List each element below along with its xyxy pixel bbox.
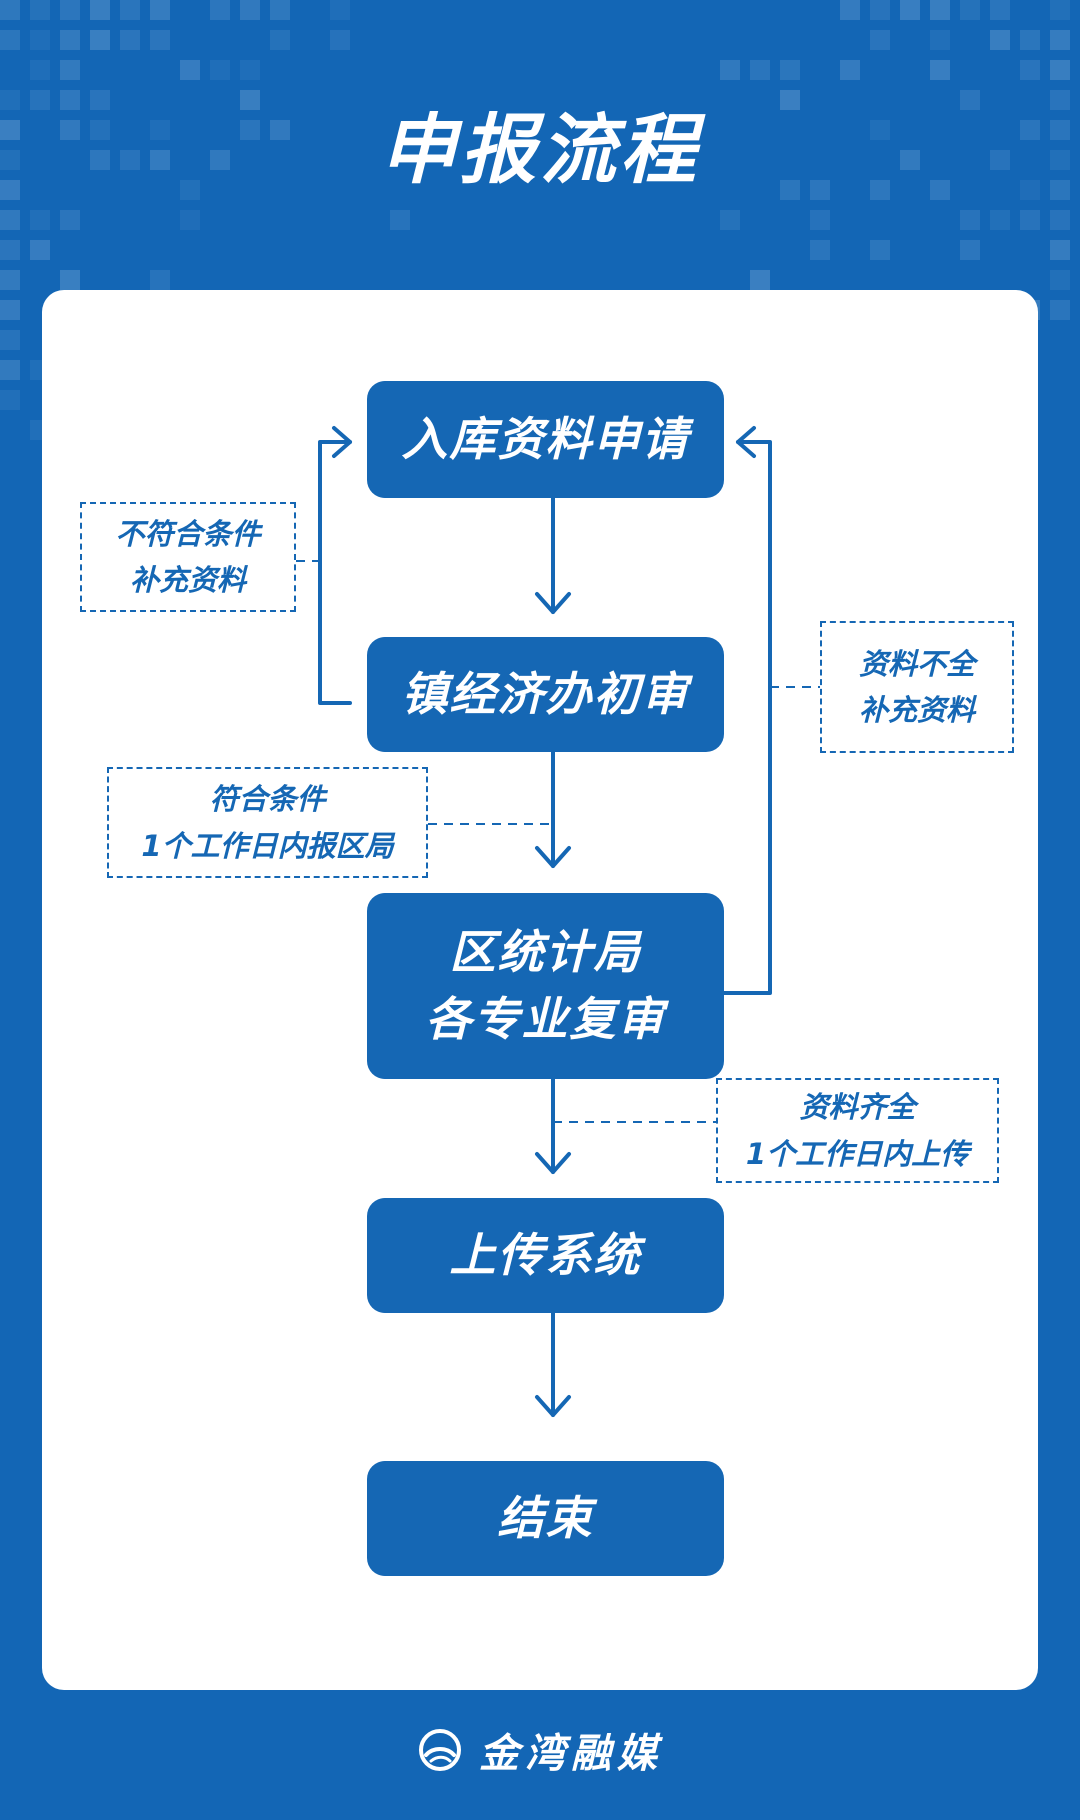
arrow-step4-to-step5 [535, 1311, 571, 1417]
arrow-step2-to-step3 [535, 750, 571, 868]
step-box-application: 入库资料申请 [367, 381, 724, 498]
arrow-step3-to-step4 [535, 1077, 571, 1174]
note-incomplete-line2: 补充资料 [858, 693, 975, 727]
note-complete-line1: 资料齐全 [799, 1090, 916, 1125]
arrow-step1-to-step2 [535, 496, 571, 614]
jinwan-logo-icon [419, 1729, 461, 1771]
arrow-incomplete-loop [722, 426, 772, 995]
footer-brand: 金湾融媒 [0, 1722, 1080, 1778]
step-box-district-review: 区统计局 各专业复审 [367, 893, 724, 1079]
step-box-upload: 上传系统 [367, 1198, 724, 1313]
step-label-application: 入库资料申请 [401, 412, 690, 467]
step-label-end: 结束 [497, 1491, 594, 1546]
note-qualified-line2: 1个工作日内报区局 [141, 828, 394, 863]
step-box-end: 结束 [367, 1461, 724, 1576]
note-incomplete: 资料不全 补充资料 [820, 621, 1014, 753]
step-label-district-line1: 区统计局 [449, 925, 642, 980]
page-title: 申报流程 [380, 105, 700, 194]
step-label-district-line2: 各专业复审 [425, 992, 666, 1046]
footer-brand-name: 金湾融媒 [479, 1731, 663, 1777]
step-box-town-review: 镇经济办初审 [367, 637, 724, 752]
note-qualified-line1: 符合条件 [209, 782, 326, 817]
note-reject-line2: 补充资料 [129, 563, 246, 597]
note-incomplete-line1: 资料不全 [858, 646, 975, 681]
note-reject: 不符合条件 补充资料 [80, 502, 296, 612]
note-reject-line1: 不符合条件 [115, 516, 261, 551]
note-qualified: 符合条件 1个工作日内报区局 [107, 767, 428, 878]
arrow-reject-loop [318, 426, 352, 705]
note-complete: 资料齐全 1个工作日内上传 [716, 1078, 999, 1183]
step-label-town-review: 镇经济办初审 [401, 667, 690, 722]
step-label-upload: 上传系统 [449, 1228, 642, 1283]
note-complete-line2: 1个工作日内上传 [745, 1136, 970, 1171]
